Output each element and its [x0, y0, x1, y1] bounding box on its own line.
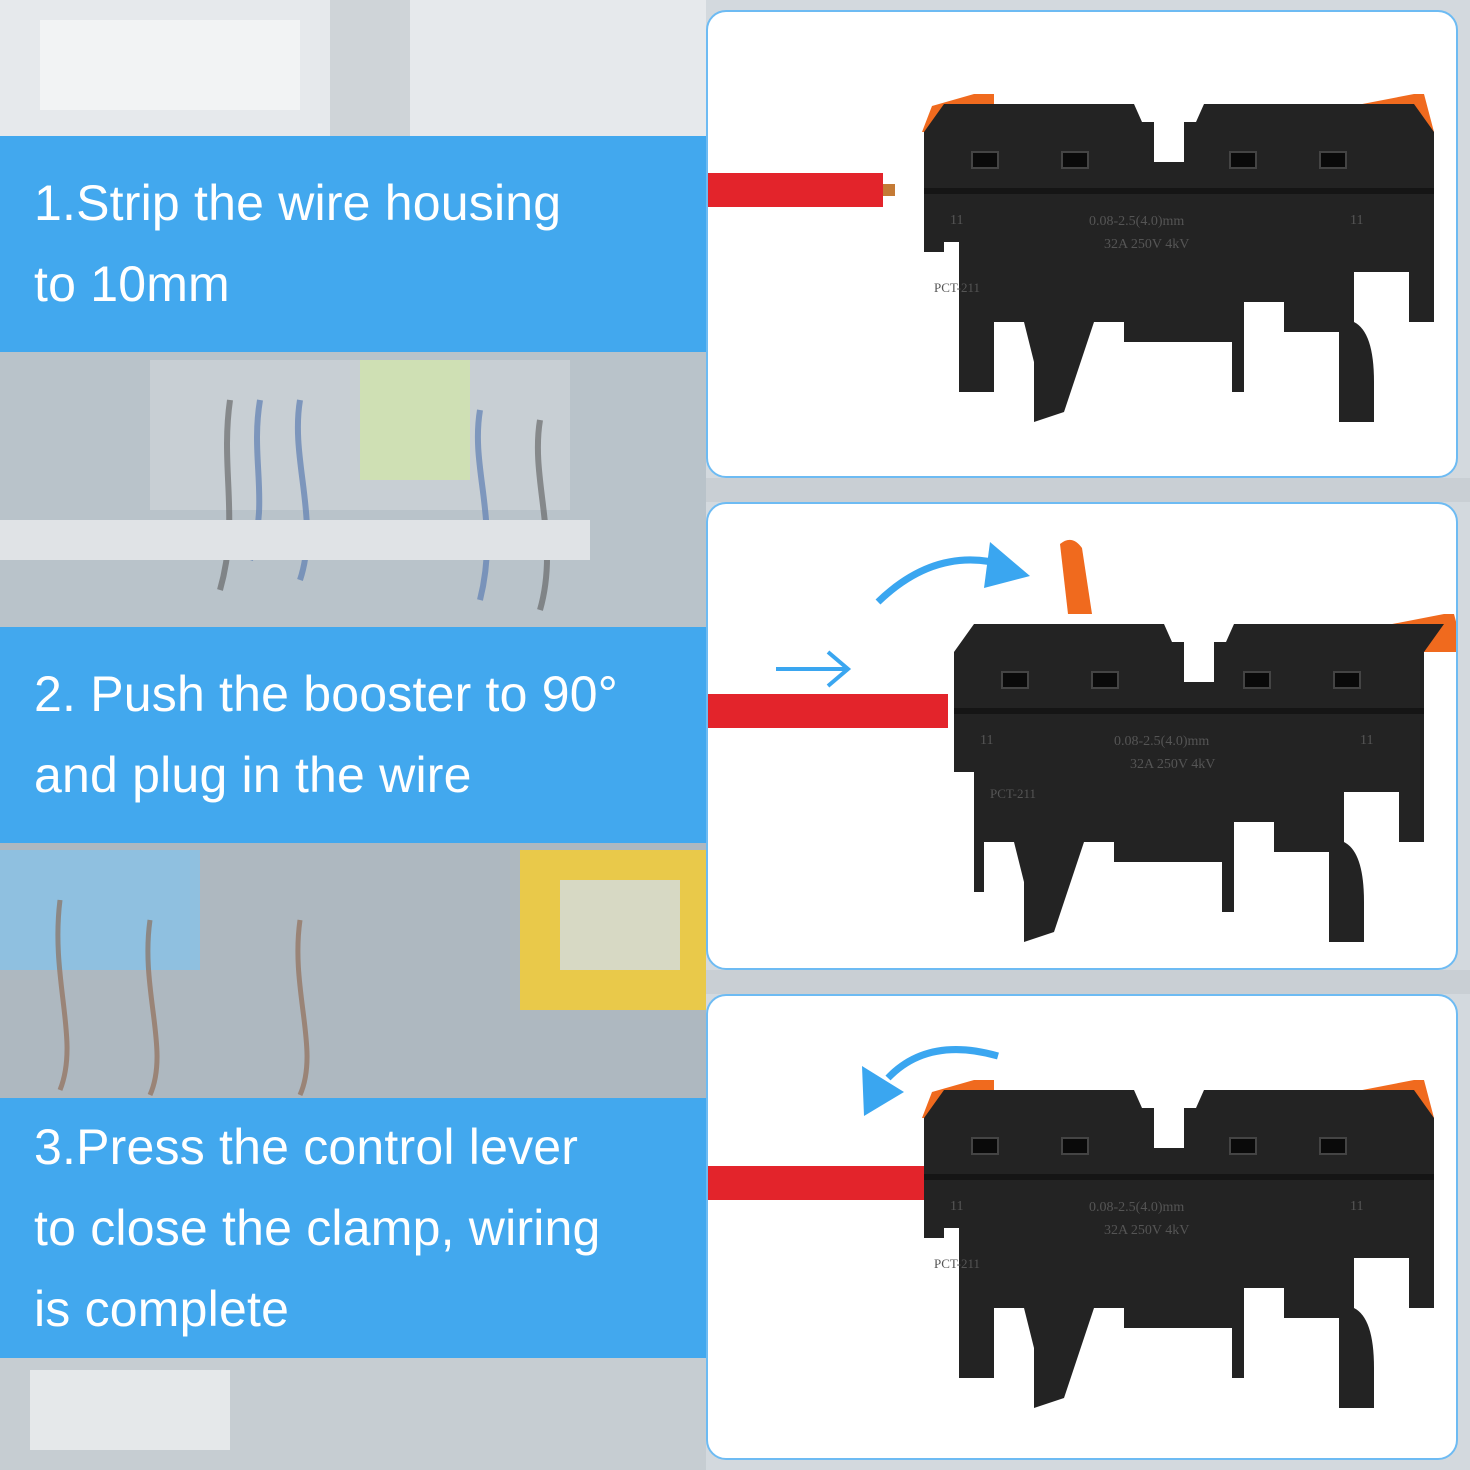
step-1-line-2: to 10mm [34, 256, 230, 312]
step-3-line-3: is complete [34, 1280, 290, 1337]
wire-gauge-spec: 0.08-2.5(4.0)mm [1089, 1200, 1184, 1215]
rating-spec: 32A 250V 4kV [1104, 1223, 1189, 1238]
step-2-illustration-card: 11 11 0.08-2.5(4.0)mm 32A 250V 4kV PCT-2… [706, 502, 1458, 970]
step-2-banner: 2. Push the booster to 90° and plug in t… [0, 627, 706, 843]
stripped-copper-core [883, 184, 895, 196]
step-1-line-1: 1.Strip the wire housing [34, 175, 562, 231]
curved-arrow-head [862, 1066, 904, 1116]
wire-gauge-spec: 0.08-2.5(4.0)mm [1114, 734, 1209, 749]
terminal-connector: 11 11 0.08-2.5(4.0)mm 32A 250V 4kV PCT-2… [922, 94, 1434, 422]
raised-lever [1060, 539, 1092, 614]
strip-length-mark-right: 11 [1350, 213, 1363, 228]
step-3-line-1: 3.Press the control lever [34, 1118, 579, 1175]
terminal-connector: 11 11 0.08-2.5(4.0)mm 32A 250V 4kV PCT-2… [922, 1080, 1434, 1408]
strip-length-mark-left: 11 [950, 213, 963, 228]
terminal-connector: 11 11 0.08-2.5(4.0)mm 32A 250V 4kV PCT-2… [954, 614, 1456, 942]
model-number: PCT-211 [934, 1256, 980, 1271]
rating-spec: 32A 250V 4kV [1104, 237, 1189, 252]
red-wire [708, 1166, 930, 1200]
red-wire [708, 173, 883, 207]
rating-spec: 32A 250V 4kV [1130, 757, 1215, 772]
model-number: PCT-211 [990, 786, 1036, 801]
step-1-banner: 1.Strip the wire housing to 10mm [0, 136, 706, 352]
step-3-illustration-card: 11 11 0.08-2.5(4.0)mm 32A 250V 4kV PCT-2… [706, 994, 1458, 1460]
step-3-line-2: to close the clamp, wiring [34, 1199, 601, 1256]
red-wire [708, 694, 948, 728]
push-right-arrow-icon [776, 650, 852, 688]
curved-counterclockwise-arrow-icon [885, 1046, 999, 1081]
strip-length-mark-right: 11 [1350, 1199, 1363, 1214]
strip-length-mark-left: 11 [980, 733, 993, 748]
wire-gauge-spec: 0.08-2.5(4.0)mm [1089, 214, 1184, 229]
model-number: PCT-211 [934, 280, 980, 295]
curved-arrow-head [984, 542, 1030, 588]
step-3-banner: 3.Press the control lever to close the c… [0, 1098, 706, 1358]
step-1-illustration-card: 11 11 0.08-2.5(4.0)mm 32A 250V 4kV PCT-2… [706, 10, 1458, 478]
strip-length-mark-left: 11 [950, 1199, 963, 1214]
step-2-line-2: and plug in the wire [34, 747, 472, 803]
strip-length-mark-right: 11 [1360, 733, 1373, 748]
step-2-line-1: 2. Push the booster to 90° [34, 666, 618, 722]
